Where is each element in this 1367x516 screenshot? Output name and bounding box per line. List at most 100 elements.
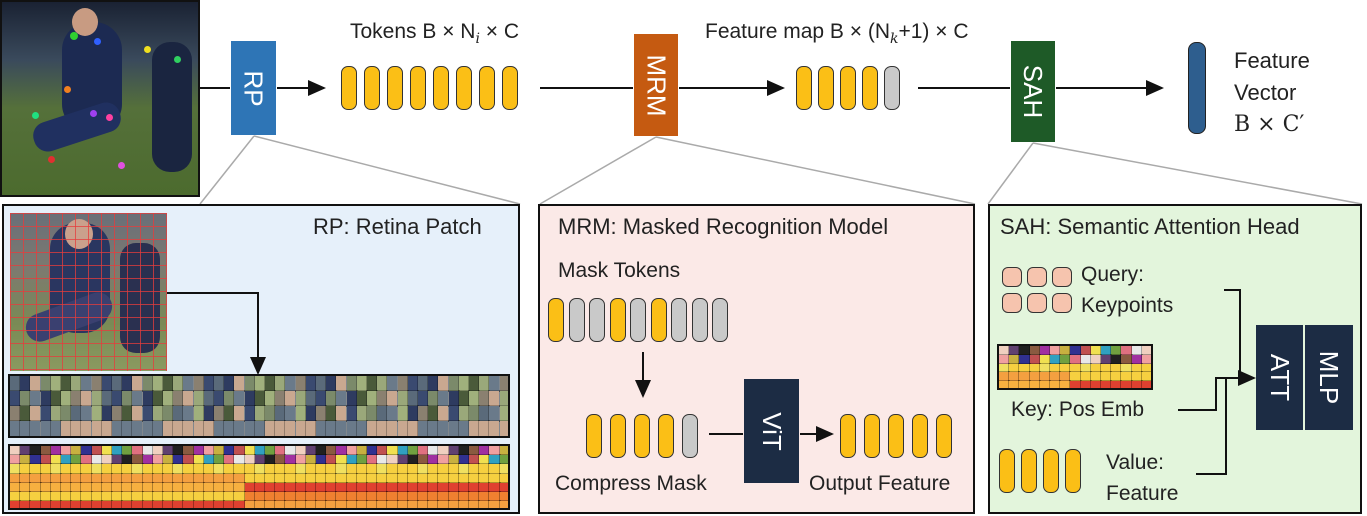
mask-token	[671, 298, 687, 342]
embedding-cell	[294, 490, 307, 503]
embedding-cell	[212, 481, 226, 494]
embedding-cell	[365, 490, 379, 503]
embedding-cell	[80, 500, 93, 508]
patch-cell	[437, 390, 450, 407]
embedding-cell	[396, 446, 409, 457]
embedding-cell	[488, 454, 501, 466]
patch-cell	[386, 405, 399, 422]
token	[936, 414, 952, 458]
embedding-cell	[396, 472, 409, 484]
embedding-cell	[999, 380, 1011, 388]
embedding-cell	[233, 454, 246, 466]
patch-cell	[243, 376, 256, 392]
token	[888, 414, 904, 458]
patch-cell	[70, 405, 83, 422]
embedding-cell	[202, 490, 216, 503]
embedding-cell	[416, 481, 430, 494]
embedding-cell	[110, 463, 124, 475]
embedding-cell	[19, 472, 32, 484]
embedding-cell	[19, 500, 32, 508]
embedding-cell	[121, 454, 134, 466]
embedding-cell	[355, 490, 369, 503]
embedding-cell	[314, 481, 328, 494]
embedding-cell	[1099, 380, 1113, 388]
patch-cell	[457, 376, 470, 392]
mlp-module: MLP	[1305, 325, 1353, 430]
token	[479, 66, 495, 110]
output-feature-label: Output Feature	[809, 472, 951, 495]
patch-cell	[60, 420, 72, 436]
patch-cell	[355, 390, 368, 407]
embedding-cell	[284, 446, 297, 457]
patch-cell	[100, 420, 113, 436]
patch-cell	[284, 376, 297, 392]
embedding-cell	[1059, 353, 1072, 365]
embedding-cell	[365, 463, 379, 475]
patch-cell	[376, 376, 389, 392]
embedding-cell	[141, 500, 154, 508]
patch-cell	[447, 405, 460, 422]
patch-cell	[478, 405, 491, 422]
embedding-cell	[274, 500, 287, 508]
patch-cell	[345, 390, 358, 407]
patch-cell	[70, 420, 83, 436]
patch-cell	[345, 420, 358, 436]
patch-cell	[29, 420, 42, 436]
embedding-cell	[365, 446, 379, 457]
token	[840, 66, 856, 110]
embedding-cell	[39, 463, 52, 475]
embedding-cell	[1089, 362, 1103, 374]
patch-cell	[162, 405, 174, 422]
embedding-cell	[467, 490, 481, 503]
patch-cell	[376, 405, 389, 422]
embedding-cell	[1048, 346, 1062, 356]
embedding-cell	[1028, 371, 1041, 383]
embedding-cell	[182, 481, 195, 494]
embedding-cell	[314, 463, 328, 475]
patch-cell	[29, 405, 42, 422]
patch-cell	[162, 376, 174, 392]
patch-cell	[355, 405, 368, 422]
embedding-cell	[355, 472, 369, 484]
embedding-cell	[131, 500, 144, 508]
patch-cell	[131, 420, 144, 436]
embedding-cell	[243, 472, 256, 484]
embedding-cell	[263, 454, 277, 466]
embedding-cell	[49, 446, 63, 457]
embedding-cell	[376, 481, 389, 494]
embedding-cell	[427, 446, 440, 457]
embedding-cell	[1038, 346, 1052, 356]
embedding-cell	[49, 463, 63, 475]
embedding-cell	[212, 472, 226, 484]
embedding-cell	[202, 472, 216, 484]
patch-cell	[406, 405, 419, 422]
embedding-cell	[253, 481, 267, 494]
patch-cell	[192, 376, 205, 392]
embedding-cell	[386, 490, 399, 503]
embedding-cell	[192, 481, 205, 494]
embedding-cell	[1079, 346, 1092, 356]
embedding-cell	[1140, 346, 1151, 356]
patch-cell	[19, 420, 32, 436]
embedding-cell	[447, 454, 460, 466]
embedding-cell	[1099, 353, 1113, 365]
embedding-cell	[59, 446, 73, 457]
embedding-cell	[121, 481, 134, 494]
patch-cell	[182, 376, 195, 392]
patch-cell	[498, 405, 508, 422]
embedding-cell	[141, 463, 154, 475]
embedding-cell	[80, 463, 93, 475]
embedding-cell	[274, 472, 287, 484]
patch-cell	[80, 420, 93, 436]
patch-cell	[100, 390, 113, 407]
embedding-cell	[1079, 371, 1092, 383]
embedding-cell	[437, 500, 450, 508]
value-label-1: Value:	[1106, 451, 1164, 474]
patch-cell	[427, 405, 440, 422]
embedding-cell	[478, 481, 491, 494]
patch-cell	[264, 376, 276, 392]
embedding-cell	[1140, 362, 1151, 374]
embedding-cell	[447, 490, 460, 503]
patch-cell	[264, 405, 276, 422]
input-photo	[0, 0, 200, 197]
